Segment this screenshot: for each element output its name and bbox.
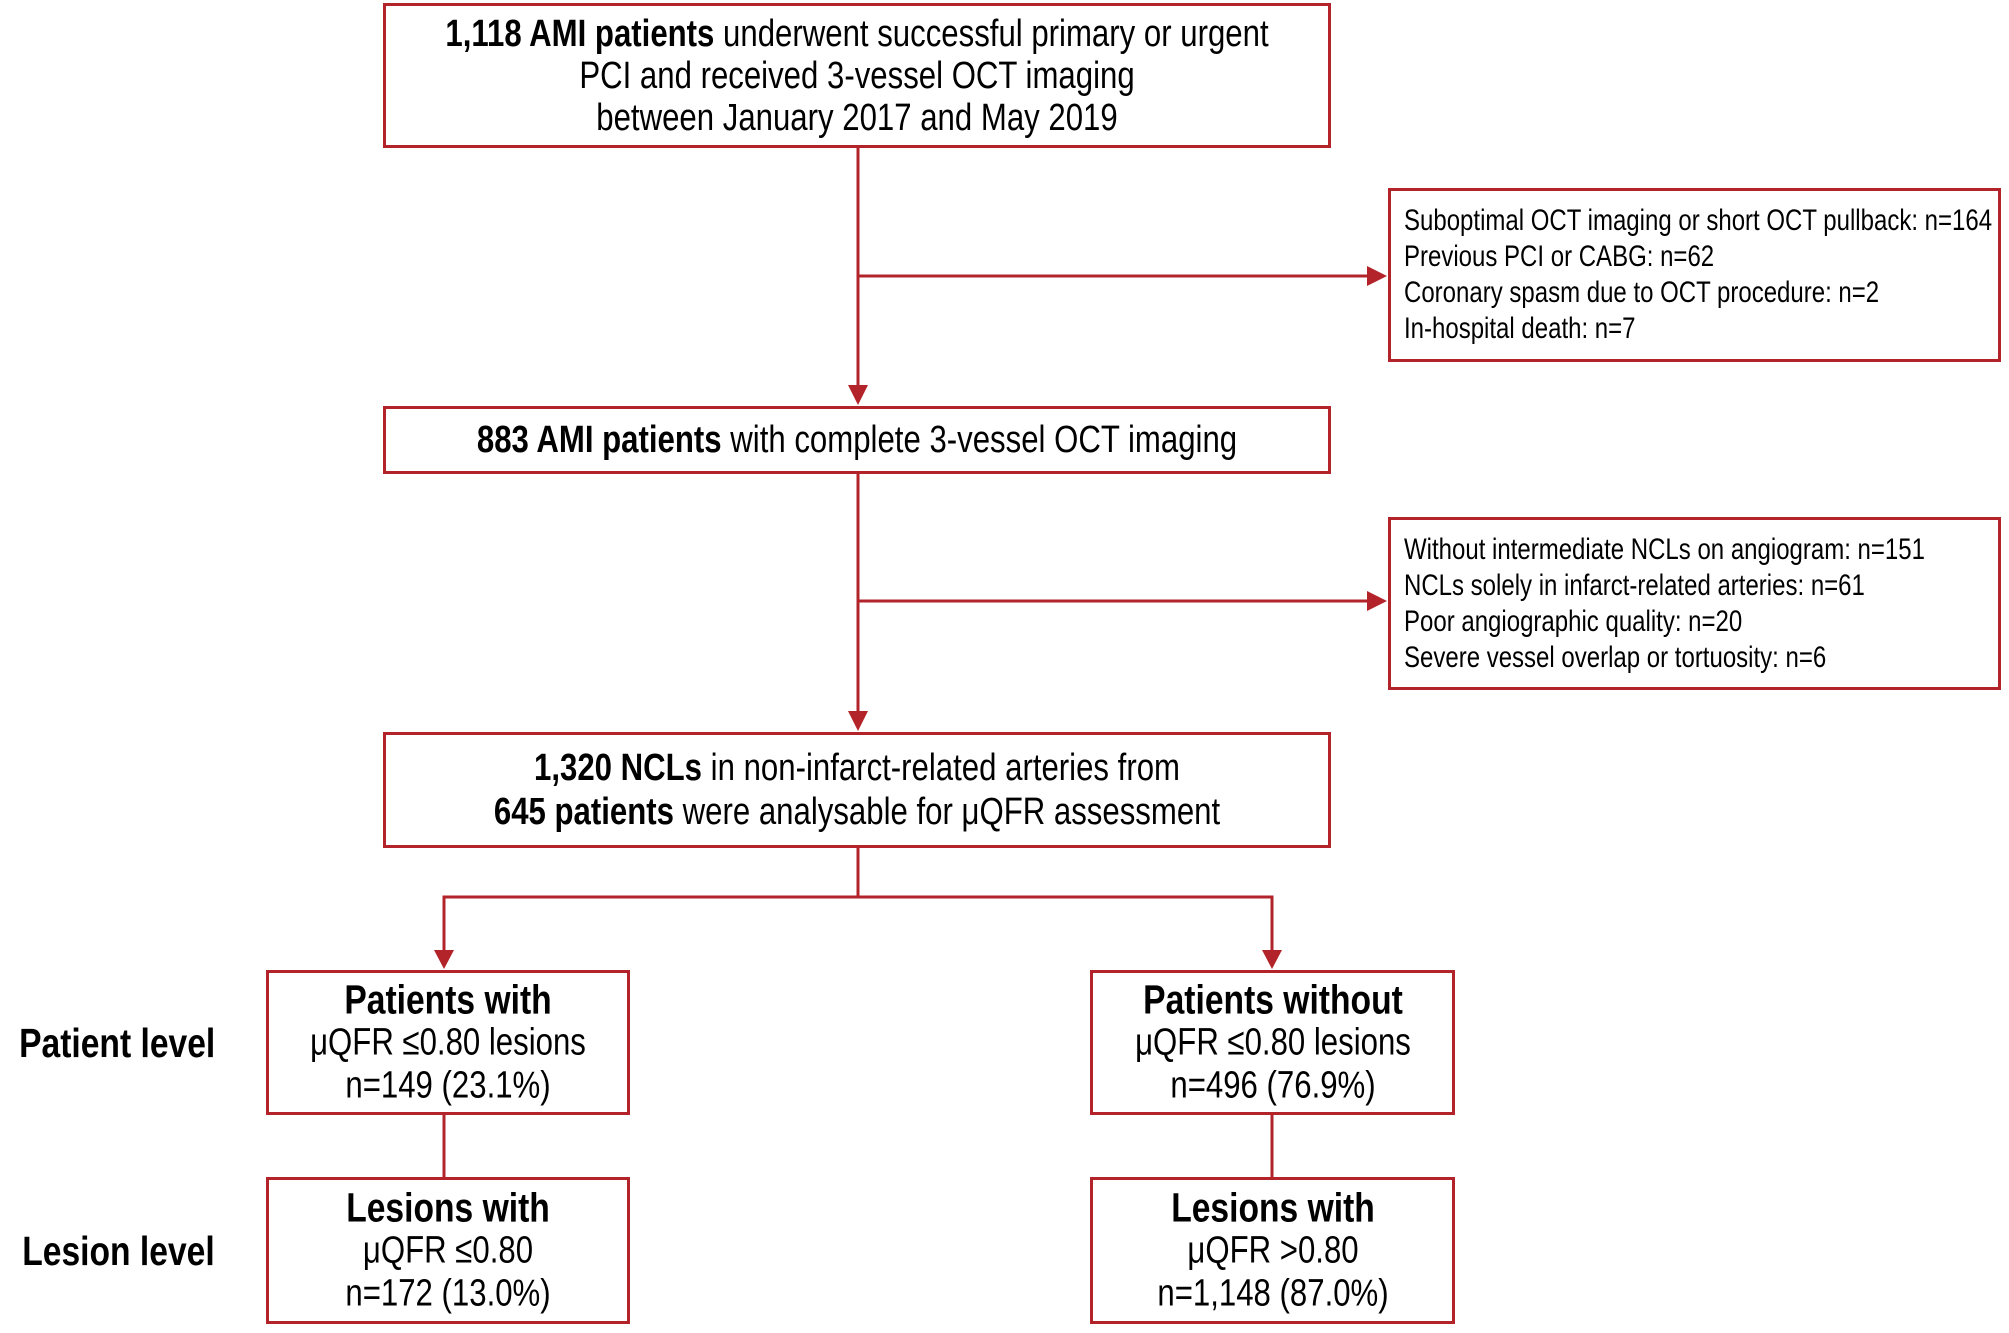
arrowhead-to-exclusions-lesions <box>1367 591 1387 611</box>
lesions-high-text: Lesions with μQFR >0.80 n=1,148 (87.0%) <box>1093 1186 1452 1315</box>
exclusion-suboptimal-oct: Suboptimal OCT imaging or short OCT pull… <box>1404 204 1993 237</box>
box-lesions-high-uqfr: Lesions with μQFR >0.80 n=1,148 (87.0%) <box>1090 1177 1455 1324</box>
exclusion-in-hospital-death: In-hospital death: n=7 <box>1404 312 1636 345</box>
arrowhead-to-analysable <box>848 711 868 731</box>
arrowhead-to-exclusions-imaging <box>1367 266 1387 286</box>
analysable-line-2: 645 patients were analysable for μQFR as… <box>386 790 1328 834</box>
box-complete-imaging: 883 AMI patients with complete 3-vessel … <box>383 406 1331 474</box>
enrolled-patient-count: 1,118 AMI patients <box>445 12 715 55</box>
analysable-line-2-text: were analysable for μQFR assessment <box>682 791 1221 833</box>
exclusion-no-intermediate-ncls: Without intermediate NCLs on angiogram: … <box>1404 532 1925 566</box>
lesions-high-criterion: μQFR >0.80 <box>1186 1229 1359 1271</box>
lesions-high-count: n=1,148 (87.0%) <box>1156 1272 1389 1314</box>
patients-without-text: Patients without μQFR ≤0.80 lesions n=49… <box>1093 978 1452 1107</box>
box-patients-without: Patients without μQFR ≤0.80 lesions n=49… <box>1090 970 1455 1115</box>
complete-imaging-description: with complete 3-vessel OCT imaging <box>730 419 1238 461</box>
exclusion-ncls-infarct-arteries: NCLs solely in infarct-related arteries:… <box>1404 568 1865 602</box>
patients-with-criterion: μQFR ≤0.80 lesions <box>310 1021 586 1063</box>
exclusions-lesions-list: Without intermediate NCLs on angiogram: … <box>1404 532 1925 676</box>
enrolled-line-1-text: underwent successful primary or urgent <box>723 12 1269 55</box>
lesion-level-label: Lesion level <box>22 1228 215 1274</box>
box-analysable-lesions: 1,320 NCLs in non-infarct-related arteri… <box>383 732 1331 848</box>
patient-level-label: Patient level <box>18 1020 215 1066</box>
patients-with-text: Patients with μQFR ≤0.80 lesions n=149 (… <box>269 978 627 1107</box>
box-exclusions-lesions: Without intermediate NCLs on angiogram: … <box>1388 517 2001 690</box>
lesions-low-criterion: μQFR ≤0.80 <box>362 1229 534 1271</box>
exclusion-previous-pci-cabg: Previous PCI or CABG: n=62 <box>1404 240 1715 273</box>
lesions-high-title: Lesions with <box>1170 1184 1375 1230</box>
complete-imaging-text: 883 AMI patients with complete 3-vessel … <box>386 419 1328 461</box>
analysable-text: 1,320 NCLs in non-infarct-related arteri… <box>386 746 1328 834</box>
exclusions-imaging-list: Suboptimal OCT imaging or short OCT pull… <box>1404 203 1992 347</box>
enrolled-line-2: PCI and received 3-vessel OCT imaging <box>579 54 1135 97</box>
lesions-low-text: Lesions with μQFR ≤0.80 n=172 (13.0%) <box>269 1186 627 1315</box>
enrolled-text: 1,118 AMI patients underwent successful … <box>386 13 1328 139</box>
analysable-patient-count: 645 patients <box>493 791 674 833</box>
arrowhead-to-complete-imaging <box>848 385 868 405</box>
analysable-line-1-text: in non-infarct-related arteries from <box>710 747 1180 789</box>
patients-with-title: Patients with <box>344 976 552 1022</box>
arrowhead-to-patients-without <box>1262 950 1282 969</box>
box-lesions-low-uqfr: Lesions with μQFR ≤0.80 n=172 (13.0%) <box>266 1177 630 1324</box>
patients-without-count: n=496 (76.9%) <box>1169 1064 1376 1106</box>
analysable-ncl-count: 1,320 NCLs <box>534 747 703 789</box>
box-patients-with: Patients with μQFR ≤0.80 lesions n=149 (… <box>266 970 630 1115</box>
patients-without-title: Patients without <box>1142 976 1403 1022</box>
box-enrolled-patients: 1,118 AMI patients underwent successful … <box>383 3 1331 148</box>
exclusion-coronary-spasm: Coronary spasm due to OCT procedure: n=2 <box>1404 276 1880 309</box>
complete-imaging-count: 883 AMI patients <box>476 419 722 461</box>
lesions-low-title: Lesions with <box>346 1184 550 1230</box>
complete-imaging-line: 883 AMI patients with complete 3-vessel … <box>386 419 1328 461</box>
box-exclusions-imaging: Suboptimal OCT imaging or short OCT pull… <box>1388 188 2001 362</box>
enrolled-line-3: between January 2017 and May 2019 <box>596 96 1118 139</box>
patients-with-count: n=149 (23.1%) <box>345 1064 551 1106</box>
analysable-line-1: 1,320 NCLs in non-infarct-related arteri… <box>386 746 1328 790</box>
lesions-low-count: n=172 (13.0%) <box>345 1272 551 1314</box>
patients-without-criterion: μQFR ≤0.80 lesions <box>1134 1021 1411 1063</box>
enrolled-line-1: 1,118 AMI patients underwent successful … <box>386 13 1328 55</box>
exclusion-poor-angiographic-quality: Poor angiographic quality: n=20 <box>1404 604 1743 638</box>
exclusion-vessel-overlap: Severe vessel overlap or tortuosity: n=6 <box>1404 640 1827 674</box>
arrowhead-to-patients-with <box>434 950 454 969</box>
